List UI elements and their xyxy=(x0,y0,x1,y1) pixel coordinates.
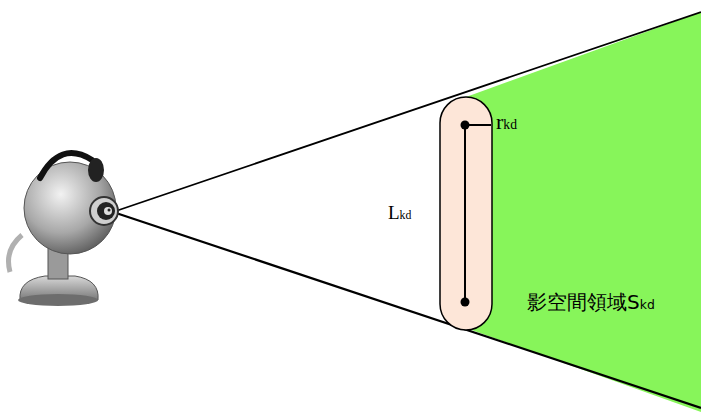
subscript: kd xyxy=(640,297,655,312)
radius-label: rkd xyxy=(496,111,517,133)
shadow-region xyxy=(466,12,701,412)
end-dot xyxy=(461,298,470,307)
symbol: L xyxy=(388,202,400,223)
length-label: Lkd xyxy=(388,203,411,222)
end-dot xyxy=(461,121,470,130)
segment-line xyxy=(464,125,466,302)
symbol: r xyxy=(496,109,503,134)
view-line xyxy=(113,212,701,408)
webcam-icon xyxy=(9,153,119,306)
region-label: 影空間領域Skd xyxy=(527,292,655,312)
symbol: 影空間領域S xyxy=(527,290,640,314)
subscript: kd xyxy=(503,117,517,132)
view-line xyxy=(113,12,701,212)
capsule xyxy=(440,97,492,330)
subscript: kd xyxy=(400,209,412,222)
